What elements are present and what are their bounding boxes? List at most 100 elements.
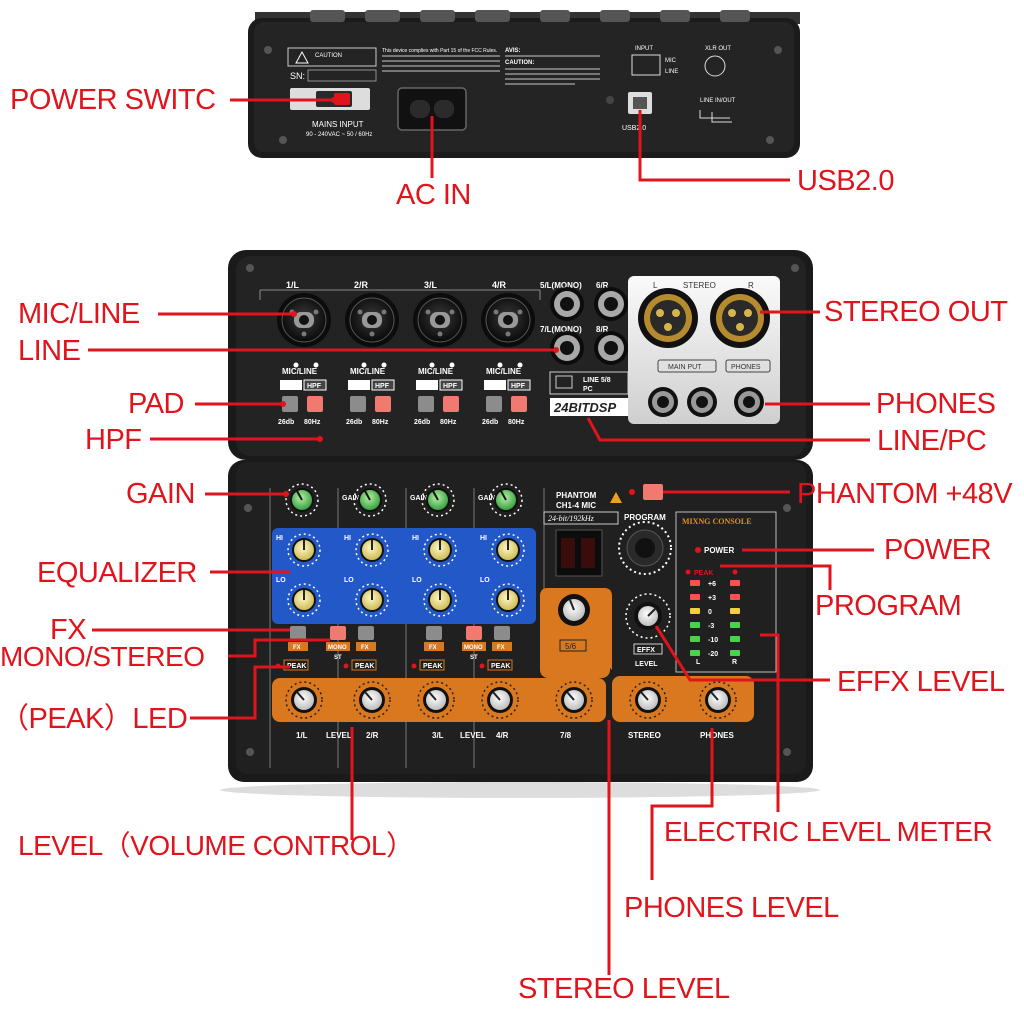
combo-jack-1[interactable]	[277, 293, 331, 347]
stereo-label: STEREO	[683, 281, 716, 290]
svg-text:HPF: HPF	[511, 383, 526, 390]
fx-knob-56[interactable]	[558, 594, 590, 626]
eq-lo-knob-1[interactable]	[287, 583, 321, 617]
rear-io-diagrams: INPUT MIC LINE XLR OUT LINE IN/OUT	[631, 46, 736, 123]
level-knob-3-l[interactable]	[417, 681, 455, 719]
meter-led-l-1	[690, 594, 700, 600]
main-out-jack-right[interactable]	[687, 387, 717, 417]
callout-pad: PAD	[128, 388, 184, 420]
fx-button-2[interactable]	[358, 626, 374, 640]
eq-lo-knob-3[interactable]	[423, 583, 457, 617]
level-knob-2-r[interactable]	[353, 681, 391, 719]
callout-hpf: HPF	[85, 424, 142, 456]
bottom-label-0: 1/L	[296, 731, 308, 740]
callout-level-volume: LEVEL（VOLUME CONTROL）	[18, 830, 414, 861]
line-jack-6[interactable]	[594, 287, 628, 321]
svg-text:PAD: PAD	[351, 383, 365, 390]
channel-label-2: 2/R	[354, 280, 369, 290]
bottom-label-8: PHONES	[700, 731, 734, 740]
program-knob[interactable]	[618, 521, 672, 575]
svg-text:26db: 26db	[346, 419, 362, 426]
pad-button-2[interactable]	[350, 396, 366, 412]
power-led	[695, 547, 701, 553]
rear-sn: SN:	[290, 71, 305, 81]
xlr-out-left[interactable]	[638, 288, 698, 348]
svg-text:80Hz: 80Hz	[372, 419, 389, 426]
meter-led-r-4	[730, 636, 740, 642]
eq-lo-knob-2[interactable]	[355, 583, 389, 617]
fx-button-1[interactable]	[290, 626, 306, 640]
svg-text:GAIN: GAIN	[410, 495, 428, 502]
gain-knob-1[interactable]	[285, 483, 319, 517]
svg-text:HI: HI	[276, 535, 283, 542]
svg-text:PAD: PAD	[487, 383, 501, 390]
combo-jack-2[interactable]	[345, 293, 399, 347]
svg-text:5/6: 5/6	[565, 642, 577, 651]
pad-tag-4	[484, 380, 506, 390]
effx-knob[interactable]	[625, 593, 671, 639]
svg-text:PEAK: PEAK	[491, 663, 510, 670]
rear-panel: CAUTION SN: This device complies with Pa…	[248, 10, 800, 158]
svg-text:FX: FX	[429, 645, 437, 651]
svg-text:26db: 26db	[278, 419, 294, 426]
bottom-label-2: 2/R	[366, 731, 379, 740]
peak-led-2	[343, 663, 349, 669]
combo-jack-4[interactable]	[481, 293, 535, 347]
combo-jack-3[interactable]	[413, 293, 467, 347]
peak-tag-4	[487, 659, 513, 671]
svg-text:LO: LO	[480, 577, 490, 584]
eq-hi-knob-2[interactable]	[355, 533, 389, 567]
rear-power-switch[interactable]	[334, 93, 350, 105]
main-out-jack-left[interactable]	[648, 387, 678, 417]
pad-button-3[interactable]	[418, 396, 434, 412]
level-knob-phones[interactable]	[699, 681, 737, 719]
line-jack-8[interactable]	[594, 331, 628, 365]
bottom-label-4: LEVEL	[460, 731, 486, 740]
hpf-button-4[interactable]	[511, 396, 527, 412]
gain-knob-3[interactable]	[421, 483, 455, 517]
meter-peak-label: PEAK	[694, 570, 713, 577]
level-knob-stereo[interactable]	[629, 681, 667, 719]
channel-label-1: 1/L	[286, 280, 300, 290]
line-jack-7[interactable]	[550, 331, 584, 365]
xlr-out-right[interactable]	[710, 288, 770, 348]
fx-button-4[interactable]	[494, 626, 510, 640]
gain-knob-2[interactable]	[353, 483, 387, 517]
fx-button-3[interactable]	[426, 626, 442, 640]
mono-stereo-button-2[interactable]	[466, 626, 482, 640]
eq-lo-knob-4[interactable]	[491, 583, 525, 617]
level-knob-4-r[interactable]	[481, 681, 519, 719]
svg-text:ST: ST	[334, 655, 342, 661]
meter-led-l-0	[690, 580, 700, 586]
hpf-button-1[interactable]	[307, 396, 323, 412]
eq-hi-knob-3[interactable]	[423, 533, 457, 567]
line-jack-5[interactable]	[550, 287, 584, 321]
svg-text:GAIN: GAIN	[342, 495, 360, 502]
hpf-button-3[interactable]	[443, 396, 459, 412]
callout-dots	[280, 97, 559, 497]
meter-led-l-5	[690, 650, 700, 656]
mono-stereo-button-1[interactable]	[330, 626, 346, 640]
callout-electric-level-meter: ELECTRIC LEVEL METER	[664, 816, 993, 847]
hpf-button-2[interactable]	[375, 396, 391, 412]
level-knob-7-8[interactable]	[555, 681, 593, 719]
phantom-label: PHANTOM	[556, 491, 597, 500]
gain-knob-4[interactable]	[489, 483, 523, 517]
phones-jack[interactable]	[734, 387, 764, 417]
phantom-button[interactable]	[643, 484, 663, 500]
level-knob-1-l[interactable]	[285, 681, 323, 719]
peak-tag-1	[283, 659, 309, 671]
fx-tag-2	[356, 642, 376, 651]
callout-lines	[88, 98, 874, 975]
svg-text:80Hz: 80Hz	[440, 419, 457, 426]
svg-text:ST: ST	[470, 655, 478, 661]
level-knobs	[285, 681, 737, 719]
callout-ac-in: AC IN	[396, 179, 471, 211]
pad-tag-1	[280, 380, 302, 390]
eq-hi-knob-1[interactable]	[287, 533, 321, 567]
pad-button-4[interactable]	[486, 396, 502, 412]
svg-text:LO: LO	[276, 577, 286, 584]
pad-button-1[interactable]	[282, 396, 298, 412]
eq-hi-knob-4[interactable]	[491, 533, 525, 567]
